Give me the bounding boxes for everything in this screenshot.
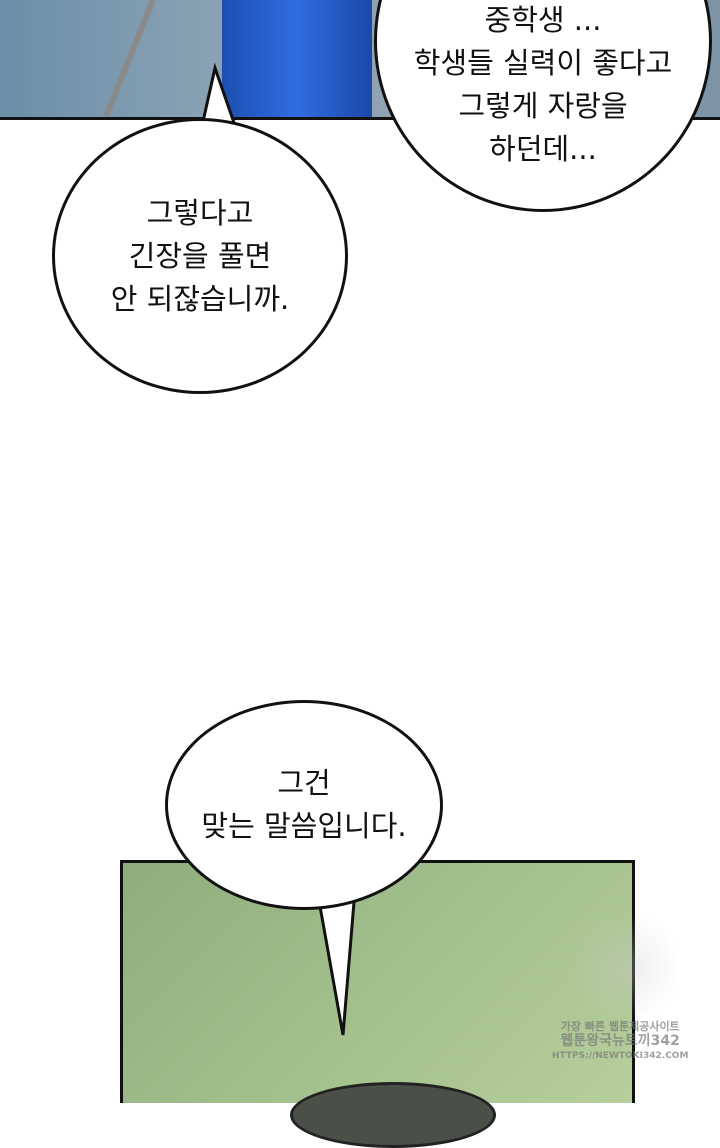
bubble-line: 중학생 ...	[484, 3, 602, 37]
speech-bubble-bottom: 그건 맞는 말씀입니다.	[165, 700, 443, 910]
bubble-line: 그렇게 자랑을	[458, 89, 628, 123]
bubble-line: 그렇다고	[146, 195, 254, 230]
character-legs	[222, 0, 372, 117]
watermark-line: 웹툰왕국뉴토끼342	[560, 1033, 680, 1049]
bubble-line: 그건	[277, 766, 331, 800]
bubble-line: 맞는 말씀입니다.	[201, 809, 407, 843]
watermark-mascot-icon	[565, 915, 685, 1020]
watermark-line: HTTPS://NEWTOKI342.COM	[552, 1051, 689, 1061]
speech-bubble-top-right: 중학생 ... 학생들 실력이 좋다고 그렇게 자랑을 하던데...	[374, 0, 712, 212]
bubble-line: 학생들 실력이 좋다고	[413, 46, 673, 80]
bubble-line: 긴장을 풀면	[128, 238, 272, 273]
tail-bottom-bubble	[316, 888, 357, 1036]
speech-bubble-left: 그렇다고 긴장을 풀면 안 되잖습니까.	[52, 118, 348, 394]
bubble-line: 안 되잖습니까.	[110, 281, 290, 316]
bubble-line: 하던데...	[489, 132, 597, 166]
watermark-line: 가장 빠른 웹툰제공사이트	[560, 1020, 680, 1033]
watermark: 가장 빠른 웹툰제공사이트 웹툰왕국뉴토끼342 HTTPS://NEWTOKI…	[552, 1020, 688, 1063]
bottom-comic-panel	[120, 860, 635, 1103]
